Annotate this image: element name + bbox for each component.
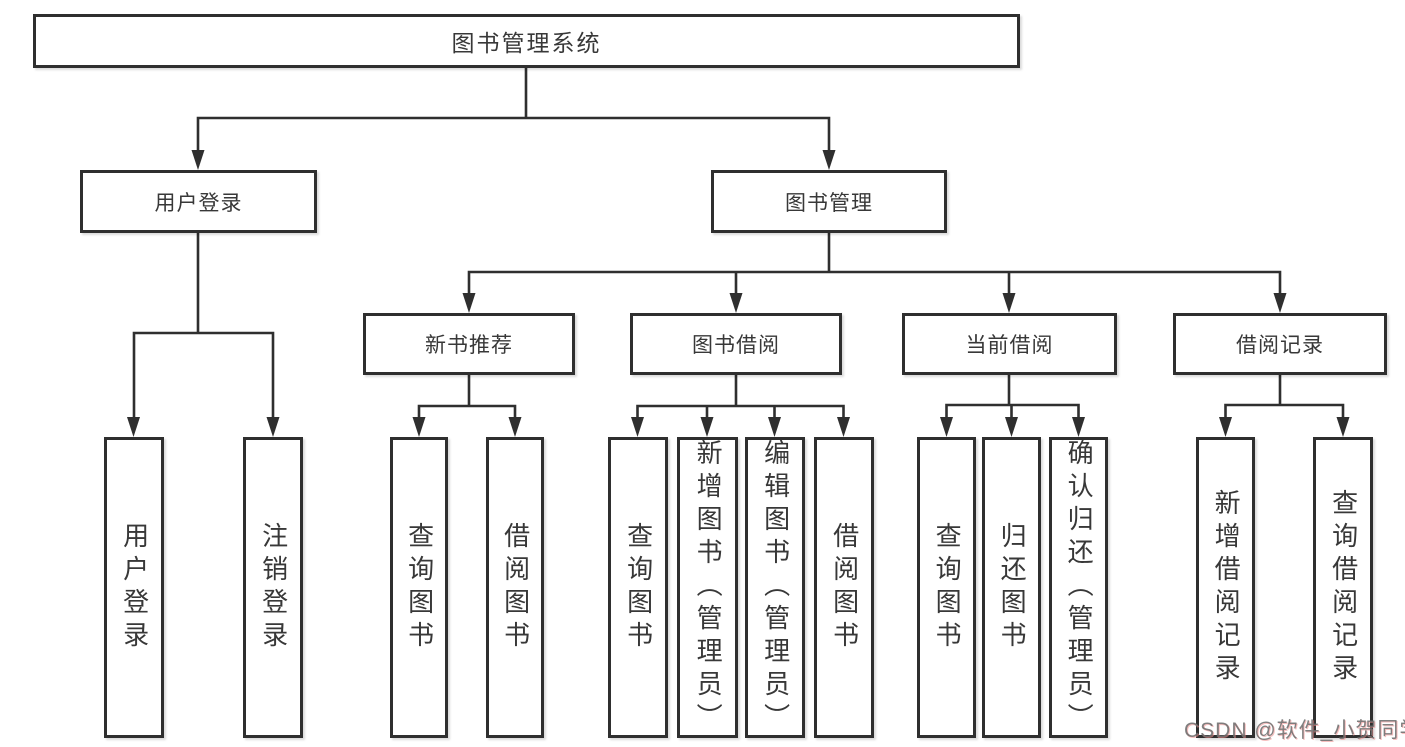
leaf-label: 用户登录 [119, 521, 150, 654]
node-label: 图书借阅 [692, 334, 780, 357]
leaf-label: 新增借阅记录 [1211, 488, 1242, 687]
leaf-query-books-2: 查询图书 [608, 437, 668, 738]
leaf-label: 查询图书 [932, 521, 963, 654]
node-label: 图书管理系统 [451, 30, 602, 56]
node-label: 当前借阅 [965, 334, 1054, 357]
leaf-query-borrow-record: 查询借阅记录 [1313, 437, 1373, 738]
leaf-label: 借阅图书 [500, 521, 531, 654]
node-new-book-recommend: 新书推荐 [363, 313, 575, 375]
node-label: 图书管理 [785, 191, 873, 215]
node-library-management-system: 图书管理系统 [33, 14, 1020, 68]
node-label: 借阅记录 [1236, 334, 1324, 357]
leaf-query-books-1: 查询图书 [390, 437, 448, 738]
leaf-query-books-3: 查询图书 [917, 437, 976, 738]
leaf-confirm-return-admin: 确认归还（管理员） [1049, 437, 1108, 738]
leaf-logout: 注销登录 [243, 437, 303, 738]
leaf-borrow-books-1: 借阅图书 [486, 437, 544, 738]
arrowheads [127, 150, 1350, 437]
leaf-label: 注销登录 [258, 521, 289, 654]
leaf-add-borrow-record: 新增借阅记录 [1196, 437, 1255, 738]
leaf-label: 查询借阅记录 [1328, 488, 1359, 687]
leaf-add-books-admin: 新增图书（管理员） [677, 437, 738, 738]
leaf-label: 编辑图书（管理员） [760, 439, 791, 736]
leaf-return-books: 归还图书 [982, 437, 1041, 738]
leaf-label: 查询图书 [404, 521, 435, 654]
node-book-management: 图书管理 [711, 170, 947, 233]
node-user-login: 用户登录 [80, 170, 317, 233]
leaf-label: 归还图书 [997, 521, 1028, 654]
leaf-user-login: 用户登录 [104, 437, 164, 738]
leaf-label: 新增图书（管理员） [693, 439, 724, 736]
leaf-edit-books-admin: 编辑图书（管理员） [745, 437, 805, 738]
node-current-borrowing: 当前借阅 [902, 313, 1117, 375]
csdn-watermark: CSDN @软件_小贺同学 [1184, 719, 1405, 742]
connector-segments [132, 66, 1345, 421]
node-label: 用户登录 [154, 191, 243, 215]
node-borrowing-records: 借阅记录 [1173, 313, 1387, 375]
leaf-borrow-books-2: 借阅图书 [814, 437, 874, 738]
leaf-label: 借阅图书 [829, 521, 860, 654]
leaf-label: 查询图书 [623, 521, 654, 654]
leaf-label: 确认归还（管理员） [1064, 439, 1095, 736]
node-book-borrowing: 图书借阅 [630, 313, 842, 375]
node-label: 新书推荐 [425, 334, 513, 357]
